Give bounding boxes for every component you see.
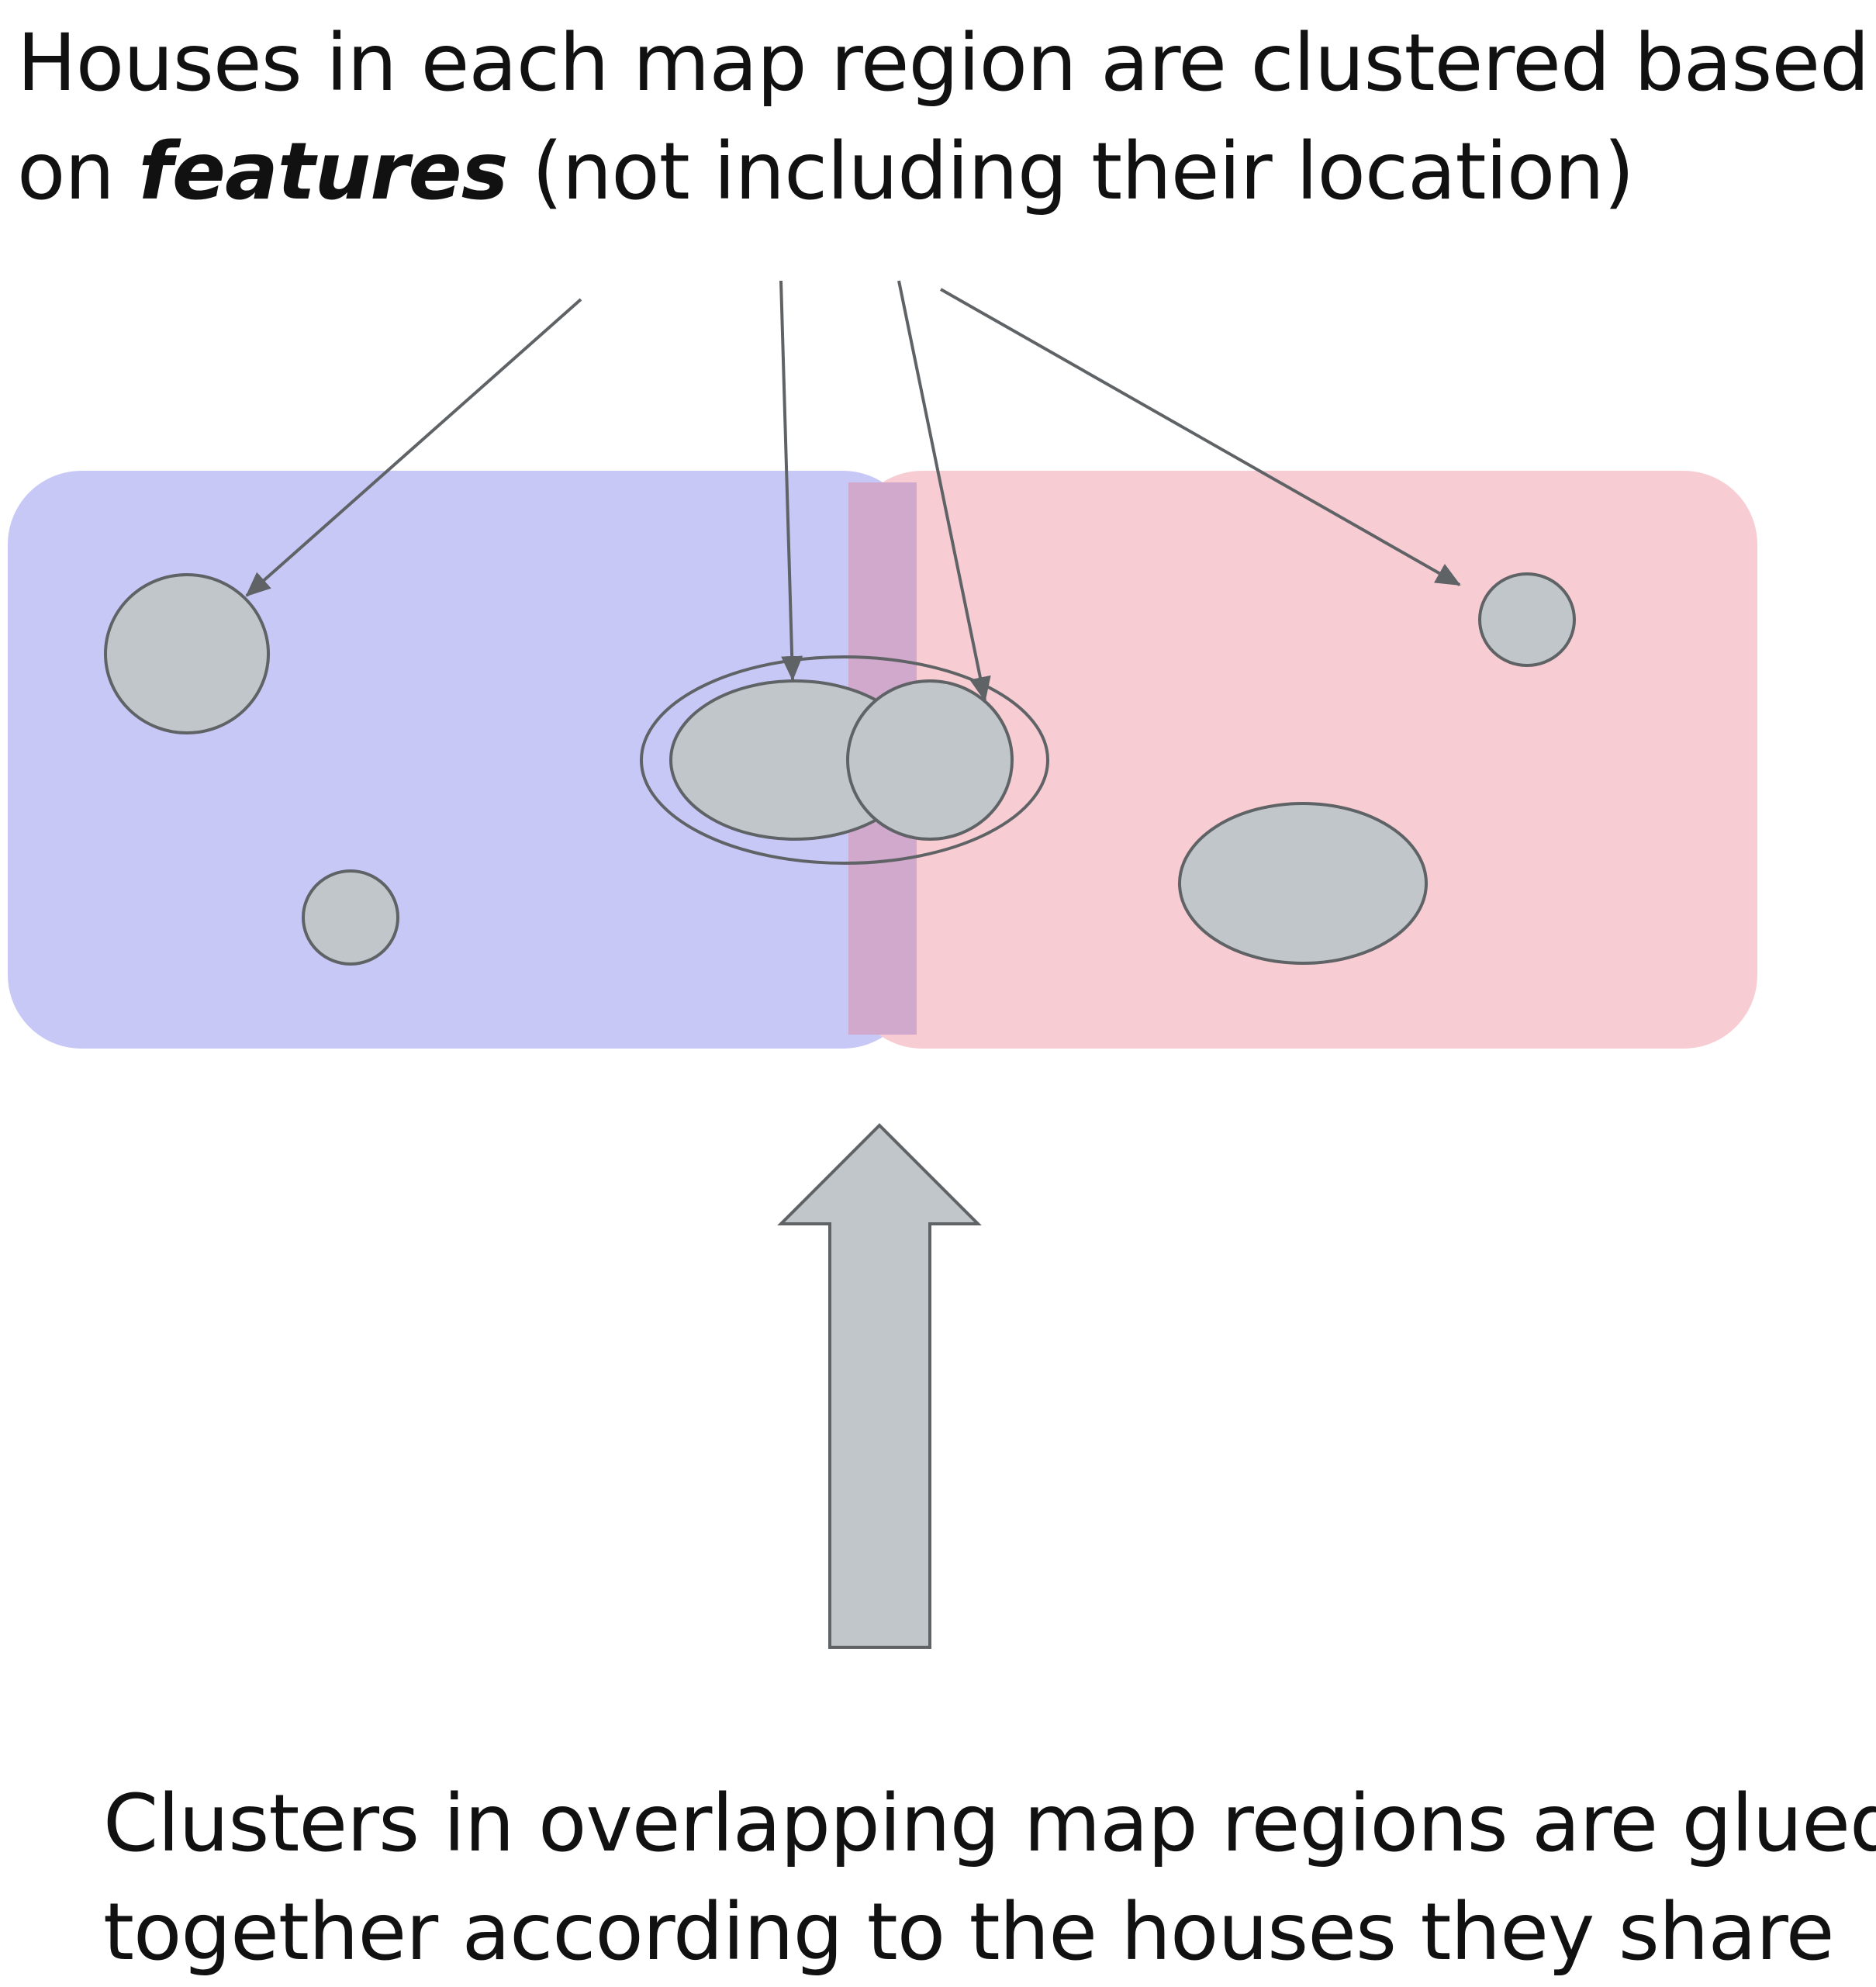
top-caption-prefix: on <box>17 126 139 218</box>
glued-cluster-outline <box>640 655 1049 865</box>
bottom-caption: Clusters in overlapping map regions are … <box>103 1770 1876 1987</box>
overlap-region-top <box>848 482 917 543</box>
left-cluster-large <box>104 573 270 734</box>
right-cluster-large <box>1178 802 1428 965</box>
right-overlap-cluster <box>846 679 1014 841</box>
arrow-to-left-overlap-cluster <box>779 280 803 681</box>
arrow-to-left-cluster <box>245 298 582 597</box>
top-caption-line-2: on features (not including their locatio… <box>17 118 1869 226</box>
top-caption-line-1: Houses in each map region are clustered … <box>17 17 1870 109</box>
arrow-to-right-overlap-cluster <box>897 280 991 702</box>
top-caption-suffix: (not including their location) <box>507 126 1635 218</box>
big-up-arrow <box>777 1123 982 1649</box>
top-caption: Houses in each map region are clustered … <box>17 9 1870 226</box>
arrow-to-right-cluster <box>940 288 1461 586</box>
left-cluster-small <box>302 869 399 966</box>
right-cluster-small <box>1478 572 1576 667</box>
bottom-caption-line-2: together according to the houses they sh… <box>103 1886 1834 1978</box>
bottom-caption-line-1: Clusters in overlapping map regions are … <box>103 1778 1876 1870</box>
features-emphasis: features <box>138 126 508 218</box>
